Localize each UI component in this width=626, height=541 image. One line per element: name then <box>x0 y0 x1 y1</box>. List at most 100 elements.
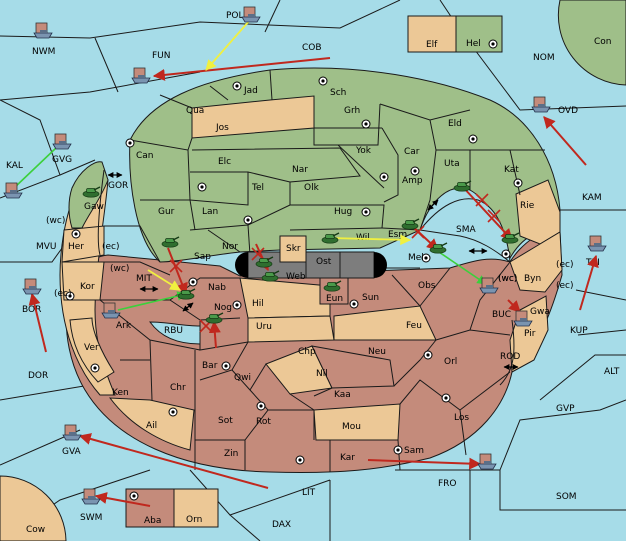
region-label-gvg: GVG <box>52 155 72 165</box>
order-arrow-icon <box>435 249 487 285</box>
region-label-orn: Orn <box>186 515 202 525</box>
region-label-nom: NOM <box>533 53 555 63</box>
region-elf <box>407 15 457 53</box>
region-label-con: Con <box>594 37 612 47</box>
coast-tag: (wc) <box>498 274 517 284</box>
region-label-eun: Eun <box>326 294 343 304</box>
order-arrow-icon <box>461 185 513 241</box>
failed-order-cross-icon <box>251 247 265 261</box>
region-label-sam: Sam <box>404 446 424 456</box>
region-label-mel: Mel <box>408 253 424 263</box>
region-label-alt: ALT <box>604 367 620 377</box>
coast-tag: (wc) <box>46 216 65 226</box>
region-label-kaa: Kaa <box>334 390 351 400</box>
order-arrow-icon <box>507 299 521 313</box>
region-label-kat: Kat <box>504 165 519 175</box>
region-label-her: Her <box>68 242 84 252</box>
region-label-web: Web <box>286 272 306 282</box>
region-label-eld: Eld <box>448 119 462 129</box>
region-label-feu: Feu <box>406 321 422 331</box>
region-label-rod: ROD <box>500 352 520 362</box>
order-arrow-icon <box>94 492 151 507</box>
region-label-qwi: Qwi <box>234 373 251 383</box>
region-label-ail: Ail <box>146 421 157 431</box>
region-label-los: Los <box>454 413 469 423</box>
region-label-dor: DOR <box>28 371 48 381</box>
failed-order-cross-icon <box>487 209 501 223</box>
region-label-bor: BOR <box>22 305 41 315</box>
order-arrow-icon <box>543 116 587 166</box>
region-label-kar: Kar <box>340 453 355 463</box>
region-label-ver: Ver <box>84 343 99 353</box>
region-label-aba: Aba <box>144 516 161 526</box>
order-arrow-icon <box>208 320 221 349</box>
region-ver <box>69 317 115 383</box>
region-label-hel: Hel <box>466 39 481 49</box>
coast-tag: (wc) <box>498 274 517 284</box>
region-label-esm: Esm <box>388 230 407 240</box>
region-byn <box>509 231 563 293</box>
order-arrow-icon <box>205 19 251 71</box>
coast-tag: (ec) <box>556 281 574 291</box>
failed-order-cross-icon <box>169 259 183 273</box>
region-label-nwm: NWM <box>32 47 55 57</box>
region-label-chp: Chp <box>298 347 316 357</box>
order-arrow-icon <box>152 57 331 81</box>
region-label-buc: BUC <box>492 310 511 320</box>
region-label-ark: Ark <box>116 321 132 331</box>
region-label-jos: Jos <box>215 123 229 133</box>
region-label-can: Can <box>136 151 154 161</box>
region-label-gaw: Gaw <box>84 202 104 212</box>
region-orn <box>173 488 219 528</box>
region-label-lit: LIT <box>302 488 316 498</box>
sea-gor-channel <box>97 169 105 256</box>
region-label-hug: Hug <box>334 207 352 217</box>
canal-crossings <box>107 172 519 370</box>
region-label-elf: Elf <box>426 40 438 50</box>
region-label-sun: Sun <box>362 293 379 303</box>
region-label-swm: SWM <box>80 513 102 523</box>
order-arrow-icon <box>117 291 187 311</box>
region-label-lan: Lan <box>202 207 218 217</box>
region-label-elc: Elc <box>218 157 231 167</box>
region-label-neu: Neu <box>368 347 386 357</box>
region-label-zin: Zin <box>224 449 238 459</box>
region-label-rbu: RBU <box>164 326 183 336</box>
region-label-nog: Nog <box>214 303 232 313</box>
region-label-rot: Rot <box>256 417 271 427</box>
region-label-nor: Nor <box>222 242 238 252</box>
region-label-rie: Rie <box>520 201 535 211</box>
order-arrow-icon <box>28 292 47 353</box>
sea-rod-channel <box>499 319 515 386</box>
canal-crossing-icon <box>182 302 194 312</box>
order-arrow-icon <box>78 433 269 489</box>
region-label-byn: Byn <box>524 274 541 284</box>
region-label-nab: Nab <box>208 283 226 293</box>
region-label-som: SOM <box>556 492 577 502</box>
region-label-chr: Chr <box>170 383 186 393</box>
region-label-uru: Uru <box>256 322 272 332</box>
region-label-gor: GOR <box>108 181 128 191</box>
region-label-kor: Kor <box>80 282 95 292</box>
failed-order-cross-icon <box>475 193 489 207</box>
order-arrow-icon <box>579 254 599 311</box>
region-label-sch: Sch <box>330 88 346 98</box>
region-label-car: Car <box>404 147 420 157</box>
region-label-cow: Cow <box>26 525 45 535</box>
region-con <box>557 0 626 86</box>
region-label-gvp: GVP <box>556 404 575 414</box>
region-label-skr: Skr <box>286 244 301 254</box>
region-label-ovd: OVD <box>558 106 578 116</box>
region-cow <box>0 475 67 541</box>
region-label-bar: Bar <box>202 361 218 371</box>
order-arrow-icon <box>13 147 57 189</box>
region-label-pir: Pir <box>524 329 536 339</box>
region-label-mit: MIT <box>136 274 152 284</box>
region-label-fun: FUN <box>152 51 171 61</box>
region-skr <box>279 235 307 263</box>
region-label-pol: POL <box>226 11 244 21</box>
region-label-amp: Amp <box>402 176 423 186</box>
region-label-qua: Qua <box>186 106 204 116</box>
region-label-tel: Tel <box>251 183 264 193</box>
